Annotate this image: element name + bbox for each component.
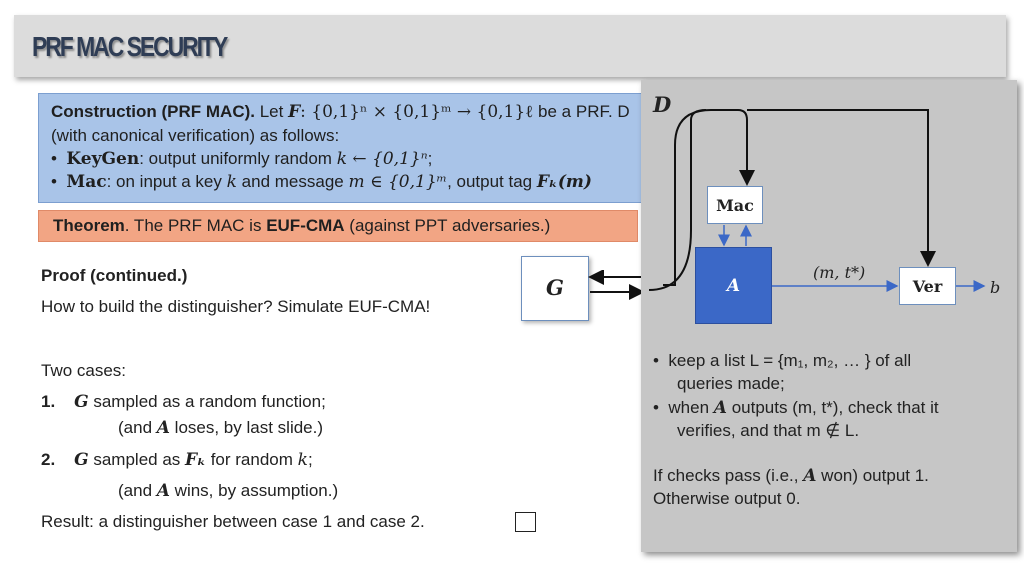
construction-heading: Construction (PRF MAC). xyxy=(51,102,255,121)
diagram-arrows xyxy=(648,109,986,292)
case-2-number: 2. xyxy=(41,450,56,469)
ver-box: Ver xyxy=(899,267,956,305)
case-1-sub-A: A xyxy=(156,418,170,438)
construction-let: Let xyxy=(254,102,289,121)
panel-bullet-1-line-2: queries made; xyxy=(677,374,785,393)
panel-output-b: won) output 1. xyxy=(816,466,929,485)
panel-output-line-2: Otherwise output 0. xyxy=(653,489,801,508)
case-1: 1. G sampled as a random function; xyxy=(41,392,326,412)
case-2-sub-open: (and xyxy=(118,481,157,500)
case-2-text-1: sampled as xyxy=(88,450,186,469)
mac-tail: , output tag xyxy=(447,172,537,191)
panel-bullet-2-b: outputs (m, t*), check that it xyxy=(726,398,939,417)
cases-label: Two cases: xyxy=(41,361,127,380)
construction-box: Construction (PRF MAC). Let F: {0,1}ⁿ × … xyxy=(38,93,648,203)
panel-bullet-2-A: A xyxy=(713,398,727,418)
mac-bullet: • Mac: on input a key k and message m ∈ … xyxy=(51,172,592,192)
adversary-box: A xyxy=(695,247,772,324)
mac-message: m ∈ {0,1}ᵐ xyxy=(348,172,448,192)
panel-output-A: A xyxy=(803,466,817,486)
keygen-bullet: • KeyGen: output uniformly random k ← {0… xyxy=(51,149,432,169)
panel-output-a: If checks pass (i.e., xyxy=(653,466,804,485)
keygen-math: k ← {0,1}ⁿ xyxy=(336,149,428,169)
mac-mid: and message xyxy=(236,172,349,191)
case-2-k: k xyxy=(297,450,308,470)
panel-bullet-1-line-1: keep a list L = {m₁, m₂, … } of all xyxy=(668,351,912,370)
g-oracle-label: G xyxy=(546,275,564,300)
mac-keyword: Mac xyxy=(66,172,107,192)
prf-symbol: F xyxy=(288,102,301,122)
title-bar: PRF MAC SECURITY xyxy=(14,15,1006,77)
case-1-G: G xyxy=(74,392,89,412)
case-2: 2. G sampled as Fₖ for random k; xyxy=(41,450,313,470)
theorem-text-2: (against PPT adversaries.) xyxy=(344,216,551,235)
case-1-text: sampled as a random function; xyxy=(88,392,326,411)
case-2-end: ; xyxy=(307,450,313,469)
proof-heading: Proof (continued.) xyxy=(41,266,188,285)
qed-box xyxy=(515,512,536,532)
case-2-text-2: for random xyxy=(205,450,298,469)
panel-output-line-1: If checks pass (i.e., A won) output 1. xyxy=(653,466,929,486)
prf-signature: : {0,1}ⁿ × {0,1}ᵐ → {0,1}ℓ xyxy=(300,102,534,122)
adversary-label: A xyxy=(726,276,741,296)
output-bit-label: b xyxy=(990,278,1001,297)
bullet-dot: • xyxy=(51,149,67,168)
keygen-text: : output uniformly random xyxy=(139,149,337,168)
panel-bullet-2-line-2: verifies, and that m ∉ L. xyxy=(677,421,860,440)
bullet-dot: • xyxy=(653,351,669,370)
g-oracle-arrows xyxy=(588,270,645,300)
case-2-F: Fₖ xyxy=(185,450,206,470)
case-1-sub: (and A loses, by last slide.) xyxy=(118,418,323,438)
case-2-G: G xyxy=(74,450,89,470)
slide-title: PRF MAC SECURITY xyxy=(32,31,228,62)
keygen-end: ; xyxy=(427,149,433,168)
case-1-sub-close: loses, by last slide.) xyxy=(169,418,324,437)
theorem-box: Theorem. The PRF MAC is EUF-CMA (against… xyxy=(38,210,638,242)
construction-tail: be a PRF. D xyxy=(533,102,630,121)
panel-bullet-1: • keep a list L = {m₁, m₂, … } of all xyxy=(653,351,911,371)
bullet-dot: • xyxy=(51,172,67,191)
mac-tag: Fₖ(m) xyxy=(536,172,592,192)
mac-key: k xyxy=(226,172,237,192)
panel-bullet-2-a: when xyxy=(668,398,714,417)
construction-line-1: Construction (PRF MAC). Let F: {0,1}ⁿ × … xyxy=(51,102,630,122)
distinguisher-panel: D Mac A Ver (m, t*) b • keep a list L = … xyxy=(641,80,1017,552)
result-line: Result: a distinguisher between case 1 a… xyxy=(41,512,425,531)
bullet-dot: • xyxy=(653,398,669,417)
theorem-line: Theorem. The PRF MAC is EUF-CMA (against… xyxy=(53,216,550,236)
construction-line-2: (with canonical verification) as follows… xyxy=(51,126,340,145)
distinguisher-label: D xyxy=(653,92,672,117)
ver-label: Ver xyxy=(912,277,943,296)
case-1-number: 1. xyxy=(41,392,56,411)
theorem-bold: EUF-CMA xyxy=(266,216,345,235)
mac-oracle-box: Mac xyxy=(707,186,763,224)
theorem-heading: Theorem xyxy=(53,216,125,235)
case-2-sub-A: A xyxy=(156,481,170,501)
forgery-pair-label: (m, t*) xyxy=(813,263,866,282)
proof-line-1: How to build the distinguisher? Simulate… xyxy=(41,297,431,316)
mac-oracle-label: Mac xyxy=(716,196,754,215)
mac-text: : on input a key xyxy=(106,172,227,191)
g-oracle-box: G xyxy=(521,256,589,321)
theorem-text-1: . The PRF MAC is xyxy=(124,216,267,235)
case-2-sub: (and A wins, by assumption.) xyxy=(118,481,338,501)
case-1-sub-open: (and xyxy=(118,418,157,437)
panel-bullet-2: • when A outputs (m, t*), check that it xyxy=(653,398,939,418)
case-2-sub-close: wins, by assumption.) xyxy=(169,481,339,500)
keygen-keyword: KeyGen xyxy=(66,149,140,169)
